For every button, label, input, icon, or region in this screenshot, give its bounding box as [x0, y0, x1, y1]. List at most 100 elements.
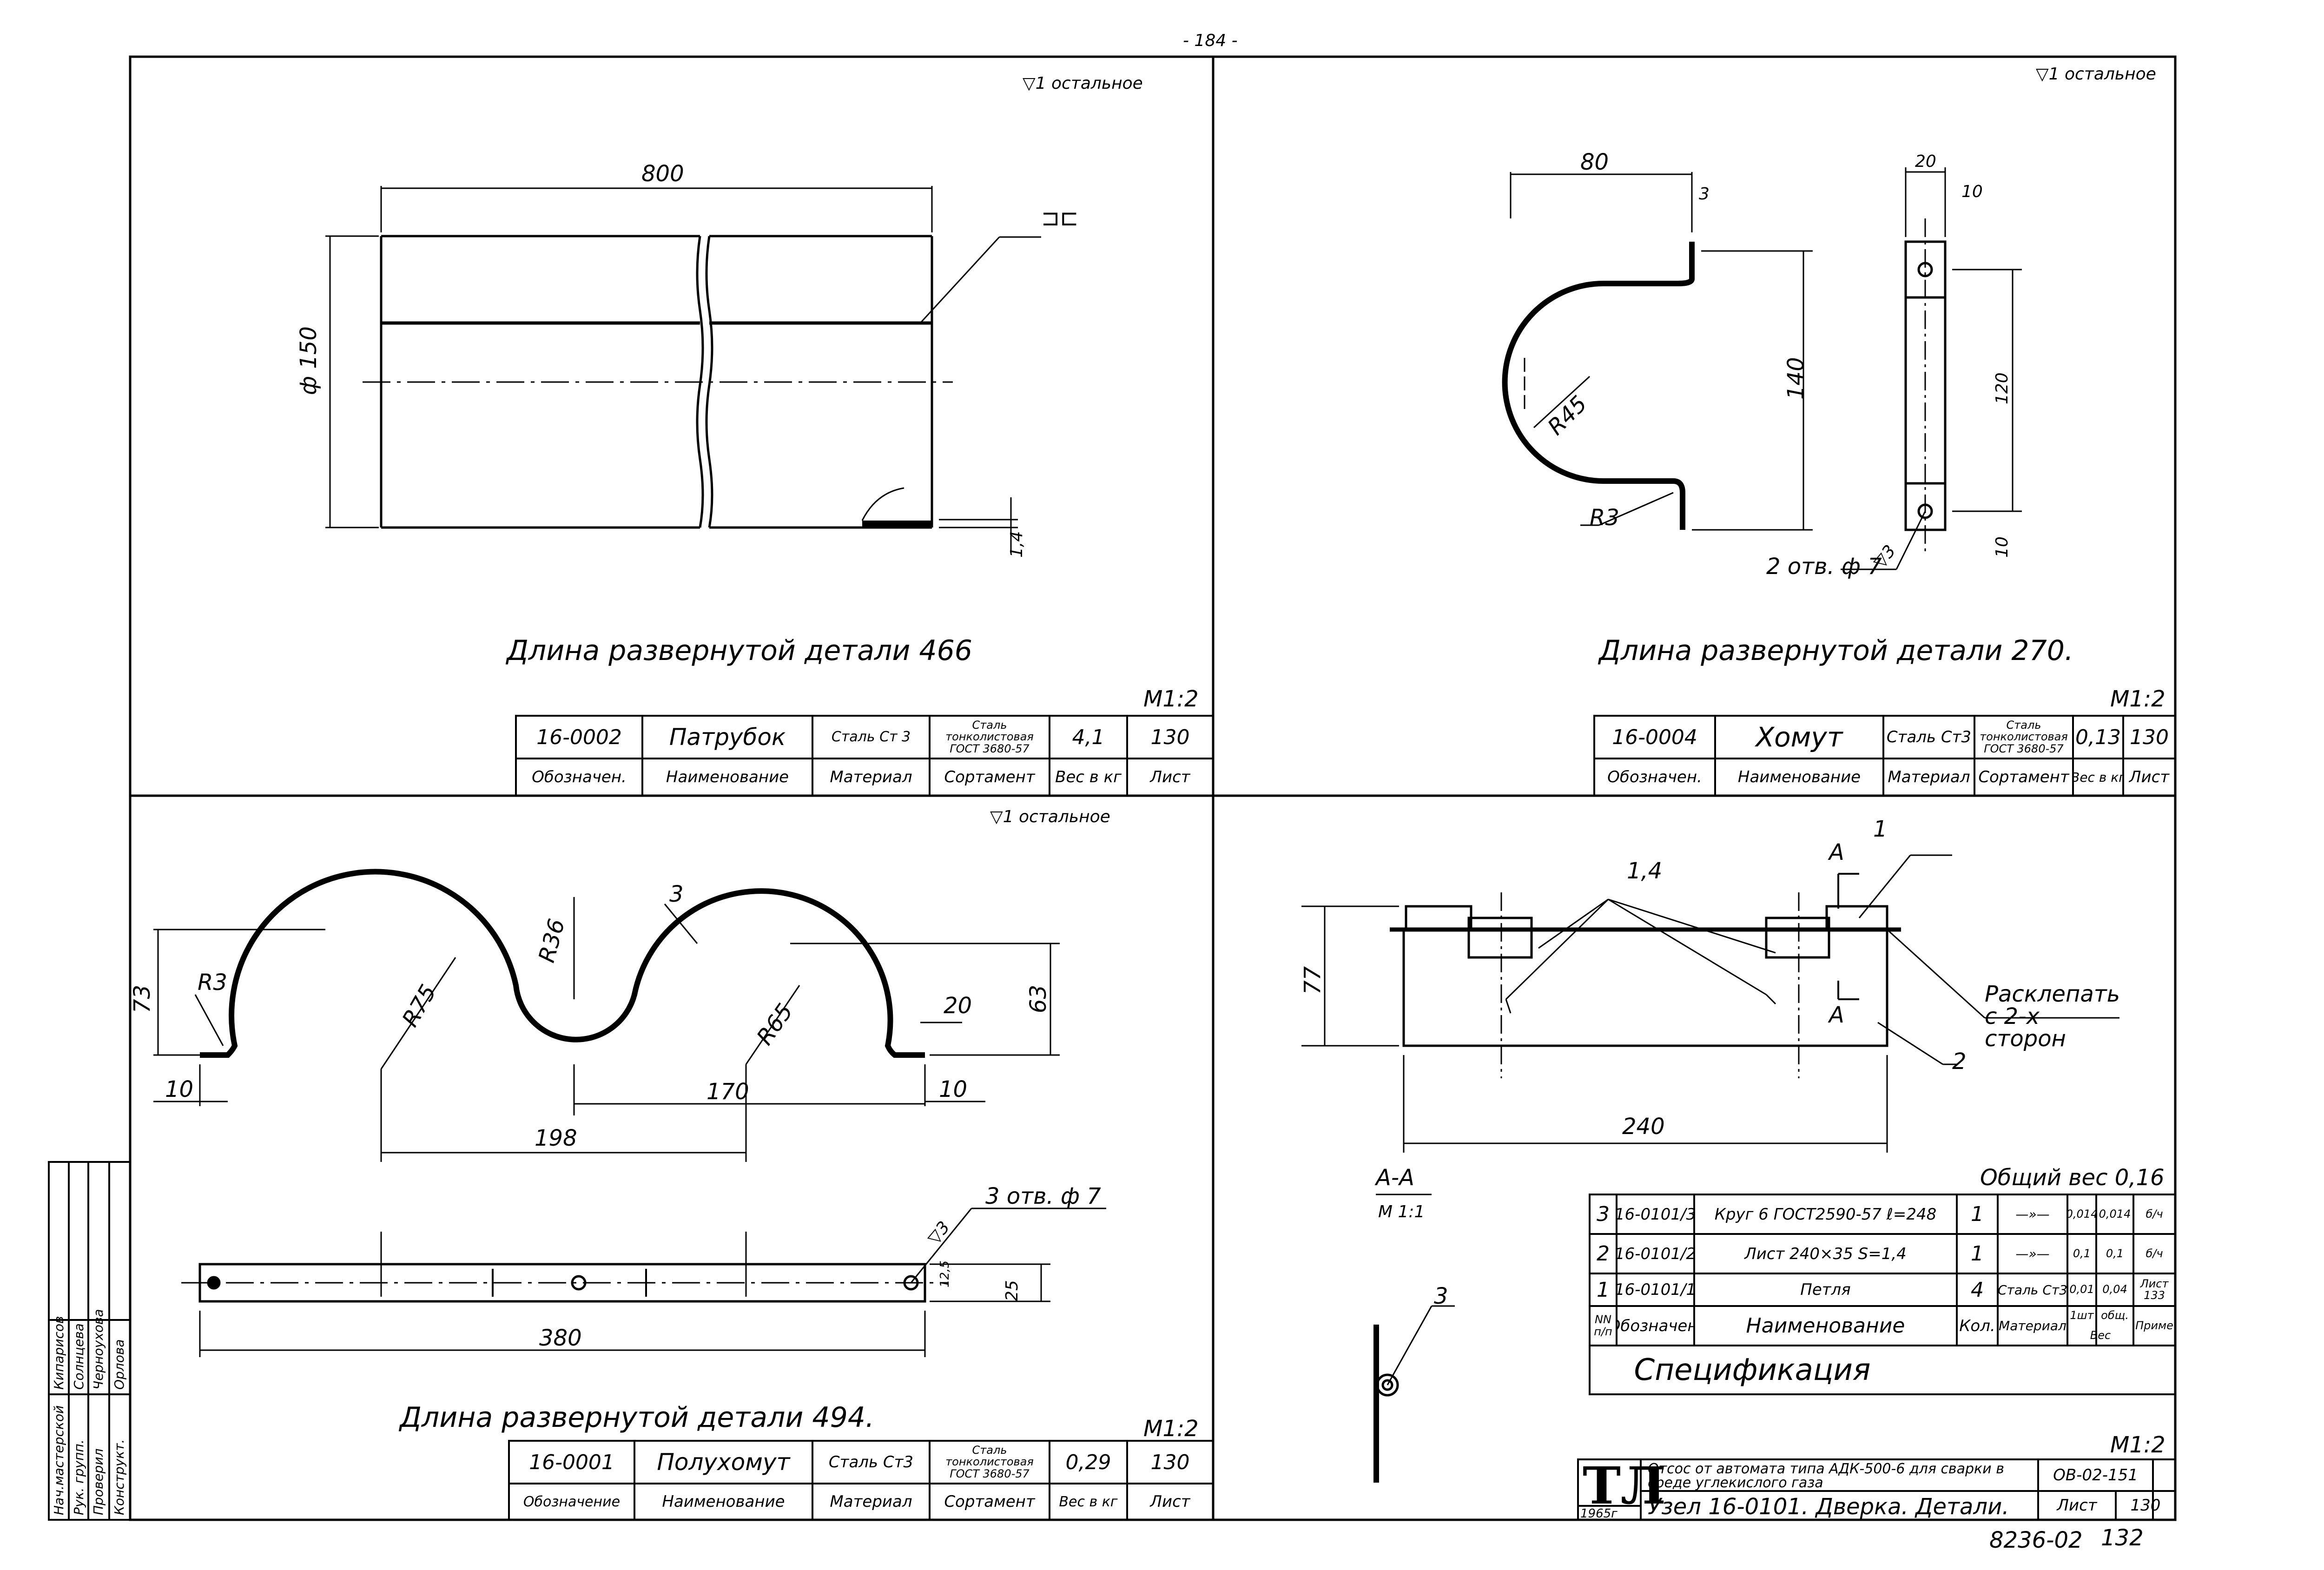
surface-note-q3: ▽1 остальное	[990, 807, 1110, 826]
polu-strip-l: 380	[539, 1325, 582, 1351]
title-sheet-no: 130	[2130, 1496, 2161, 1515]
specification-title: Спецификация	[1634, 1352, 1871, 1387]
stamp-name: Солнцева	[71, 1323, 86, 1390]
spec-cell-note: б/ч	[2146, 1247, 2163, 1260]
polu-hdr-weight: Вес в кг	[1059, 1493, 1118, 1510]
khomut-table-lines	[1593, 715, 2176, 797]
polu-assortment: Сталь тонколистовая ГОСТ 3680-57	[945, 1444, 1034, 1480]
polu-weight: 0,29	[1065, 1450, 1111, 1474]
spec-cell-unit: 0,1	[2073, 1247, 2091, 1260]
patrubok-weight: 4,1	[1072, 725, 1105, 749]
scale-q1: М1:2	[1143, 686, 1199, 712]
assembly-drawing	[1301, 854, 2119, 1483]
title-line2: Узел 16-0101. Дверка. Детали.	[1648, 1494, 2009, 1520]
khomut-hdr-material: Материал	[1888, 768, 1970, 786]
patrubok-developed-length: Длина развернутой детали 466	[507, 634, 972, 667]
khomut-hdr-name: Наименование	[1737, 768, 1861, 786]
spec-hdr-num: NN п/п	[1594, 1313, 1612, 1338]
spec-cell-code: 16-0101/2	[1617, 1244, 1694, 1263]
patrubok-hdr-sheet: Лист	[1150, 768, 1190, 786]
khomut-holes: 2 отв. ф 7	[1766, 554, 1882, 580]
title-doc-code: ОВ-02-151	[2053, 1466, 2138, 1484]
khomut-hdr-assortment: Сортамент	[1978, 768, 2069, 786]
page-number: - 184 -	[1183, 31, 1238, 50]
spec-cell-material: Сталь Ст3	[1998, 1282, 2067, 1298]
polukhomut-drawing	[153, 869, 1106, 1357]
approval-stamp-lines	[48, 1161, 131, 1521]
polu-callout: 3	[669, 881, 684, 907]
patrubok-material: Сталь Ст 3	[831, 729, 911, 745]
spec-cell-name: Круг 6 ГОСТ2590-57 ℓ=248	[1714, 1205, 1937, 1224]
spec-cell-total: 0,1	[2106, 1247, 2124, 1260]
polu-l10b: 10	[939, 1076, 968, 1102]
spec-cell-num: 2	[1597, 1242, 1610, 1266]
patrubok-hdr-assortment: Сортамент	[944, 768, 1035, 786]
title-block-lines	[1577, 1458, 2176, 1521]
polu-hdr-sheet: Лист	[1150, 1492, 1190, 1511]
scale-q4: М1:2	[2110, 1432, 2166, 1458]
section-scale: М 1:1	[1378, 1202, 1425, 1221]
spec-cell-name: Лист 240×35 S=1,4	[1744, 1244, 1907, 1263]
organization-logo: ТЛ	[1583, 1456, 1666, 1516]
scale-q2: М1:2	[2110, 686, 2166, 712]
stamp-role: Рук. групп.	[71, 1439, 86, 1515]
khomut-hdr-sheet: Лист	[2129, 768, 2170, 786]
spec-cell-code: 16-0101/1	[1617, 1280, 1694, 1299]
assembly-weld: 1,4	[1627, 858, 1663, 884]
stamp-name: Черноухова	[91, 1309, 106, 1390]
polu-developed-length: Длина развернутой детали 494.	[400, 1401, 874, 1434]
khomut-material: Сталь Ст3	[1886, 728, 1972, 746]
patrubok-hdr-material: Материал	[830, 768, 912, 786]
spec-hdr-unit: 1шт	[2070, 1309, 2094, 1322]
spec-hdr-qty: Кол.	[1959, 1316, 1995, 1335]
spec-hdr-name: Наименование	[1746, 1314, 1905, 1338]
khomut-name: Хомут	[1756, 721, 1843, 753]
polu-w20: 20	[944, 993, 972, 1019]
khomut-dim-h: 140	[1783, 357, 1809, 400]
surface-note-q2: ▽1 остальное	[2036, 65, 2156, 84]
polu-l10a: 10	[165, 1076, 194, 1102]
patrubok-name: Патрубок	[669, 724, 786, 751]
spec-hdr-material: Материал	[1999, 1318, 2067, 1333]
polu-l198: 198	[535, 1125, 577, 1151]
spec-cell-note: б/ч	[2146, 1207, 2163, 1220]
dim-length: 800	[641, 161, 684, 187]
polu-sheet: 130	[1150, 1450, 1190, 1474]
patrubok-sheet: 130	[1150, 725, 1190, 749]
khomut-code: 16-0004	[1612, 725, 1697, 749]
dim-wall: 1,4	[1007, 531, 1026, 558]
khomut-hdr-weight: Вес в кг	[2073, 769, 2123, 785]
spec-cell-qty: 1	[1971, 1202, 1984, 1226]
khomut-bottom-offset: 10	[1993, 536, 2012, 558]
polukhomut-table-lines	[508, 1440, 1214, 1521]
spec-cell-material: —»—	[2015, 1246, 2050, 1261]
stamp-role: Нач.мастерской	[51, 1405, 66, 1515]
surface-note-q1: ▽1 остальное	[1023, 74, 1143, 93]
khomut-hole-dist: 120	[1993, 372, 2012, 404]
polu-hdr-assortment: Сортамент	[944, 1492, 1035, 1511]
weld-symbol: ⊐⊏	[1041, 205, 1079, 231]
polu-h73: 73	[129, 984, 155, 1013]
spec-hdr-total: общ.	[2101, 1309, 2129, 1322]
spec-cell-code: 16-0101/3	[1617, 1205, 1694, 1224]
spec-cell-qty: 1	[1971, 1242, 1984, 1266]
spec-hdr-note: Приме	[2135, 1319, 2173, 1332]
polu-strip-h: 25	[1003, 1280, 1022, 1301]
polu-r3: R3	[198, 970, 227, 996]
order-number: 8236-02	[1989, 1527, 2083, 1553]
assembly-length: 240	[1622, 1114, 1665, 1140]
total-weight: Общий вес 0,16	[1980, 1165, 2165, 1191]
khomut-hole-offset: 10	[1961, 182, 1983, 201]
stamp-name: Кипарисов	[51, 1316, 66, 1390]
stamp-role: Конструкт.	[112, 1439, 127, 1516]
khomut-hdr-code: Обозначен.	[1607, 768, 1702, 786]
khomut-drawing	[1502, 167, 2022, 570]
patrubok-assortment: Сталь тонколистовая ГОСТ 3680-57	[945, 719, 1034, 755]
stamp-name: Орлова	[112, 1339, 127, 1390]
patrubok-hdr-name: Наименование	[666, 768, 789, 786]
spec-hdr-code: Обозначен.	[1617, 1316, 1694, 1335]
patrubok-code: 16-0002	[536, 725, 622, 749]
spec-cell-total: 0,014	[2099, 1207, 2131, 1220]
title-line1: Отсос от автомата типа АДК-500-6 для сва…	[1648, 1461, 2004, 1491]
polu-name: Полухомут	[657, 1449, 790, 1476]
